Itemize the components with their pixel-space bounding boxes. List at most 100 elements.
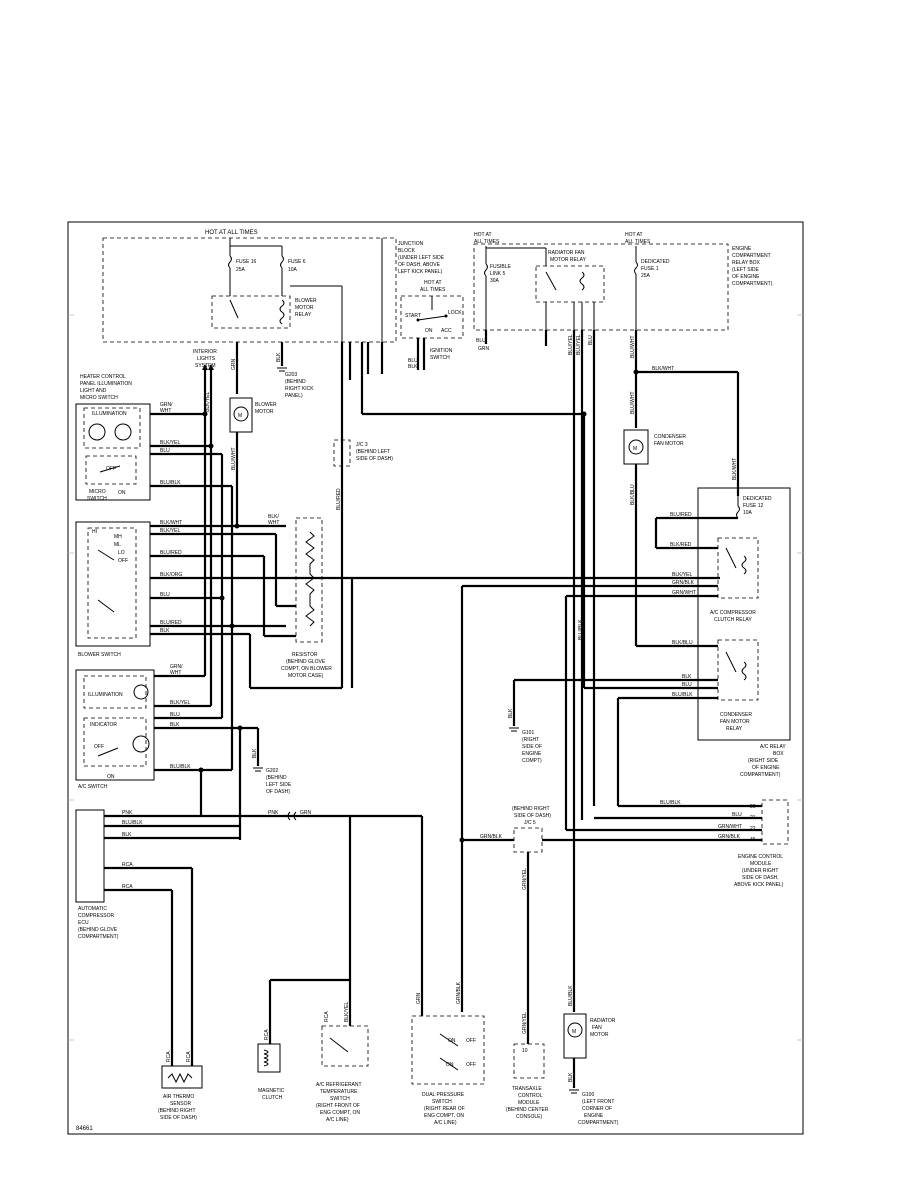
- svg-text:BLK: BLK: [252, 748, 258, 758]
- svg-text:BLK/WHT: BLK/WHT: [732, 458, 738, 480]
- svg-text:GRN/BLK: GRN/BLK: [718, 834, 741, 840]
- svg-text:BLU/BLK: BLU/BLK: [660, 800, 681, 806]
- svg-text:CONDENSER: CONDENSER: [720, 712, 752, 718]
- svg-text:(LEFT SIDE: (LEFT SIDE: [732, 267, 760, 273]
- svg-text:BLK: BLK: [170, 722, 180, 728]
- svg-text:A/C REFRIGERANT: A/C REFRIGERANT: [316, 1082, 362, 1088]
- svg-text:BLU: BLU: [588, 335, 594, 345]
- svg-text:BLOWER: BLOWER: [295, 298, 317, 304]
- svg-text:10A: 10A: [743, 510, 753, 516]
- svg-text:ECU: ECU: [78, 920, 89, 926]
- svg-text:SWITCH: SWITCH: [432, 1099, 452, 1105]
- ground-g202: BLK G202 (BEHIND LEFT SIDE OF DASH): [252, 728, 292, 795]
- svg-text:BLK/YEL: BLK/YEL: [170, 700, 191, 706]
- air-thermo-sensor: RCA RCA AIR THERMO SENSOR (BEHIND RIGHT …: [158, 1051, 203, 1121]
- fuse-16: FUSE 16 25A: [228, 238, 257, 296]
- svg-text:OF ENGINE: OF ENGINE: [752, 765, 780, 771]
- svg-text:BLU: BLU: [732, 812, 742, 818]
- svg-text:BLU/RED: BLU/RED: [160, 620, 182, 626]
- svg-text:COMPT): COMPT): [522, 758, 542, 764]
- svg-text:J/C 5: J/C 5: [524, 820, 536, 826]
- svg-text:LIGHT AND: LIGHT AND: [80, 388, 107, 394]
- svg-text:DUAL PRESSURE: DUAL PRESSURE: [422, 1092, 465, 1098]
- ac-switch: ILLUMINATION INDICATOR OFF ON A/C SWITCH: [75, 669, 155, 790]
- svg-text:M: M: [238, 413, 242, 419]
- svg-text:G202: G202: [266, 768, 278, 774]
- svg-text:BLU: BLU: [682, 682, 692, 688]
- svg-text:CONTROL: CONTROL: [518, 1093, 543, 1099]
- svg-text:FUSE 6: FUSE 6: [288, 259, 306, 265]
- svg-text:BLU: BLU: [160, 592, 170, 598]
- svg-text:(RIGHT SIDE: (RIGHT SIDE: [748, 758, 779, 764]
- transaxle-control-module: 10 GRN/YEL TRANSAXLE CONTROL MODULE (BEH…: [506, 1012, 549, 1120]
- svg-text:FAN: FAN: [592, 1025, 602, 1031]
- svg-text:DEDICATED: DEDICATED: [641, 259, 670, 265]
- svg-text:BLK/BLU: BLK/BLU: [672, 640, 693, 646]
- svg-text:WHT: WHT: [170, 670, 181, 676]
- svg-text:RCA: RCA: [122, 884, 133, 890]
- svg-text:MICRO: MICRO: [89, 489, 106, 495]
- svg-text:RIGHT KICK: RIGHT KICK: [285, 386, 314, 392]
- heater-control-panel: HEATER CONTROL PANEL ILLUMINATION LIGHT …: [75, 374, 151, 502]
- svg-text:ILLUMINATION: ILLUMINATION: [92, 411, 127, 417]
- svg-text:BLK/YEL: BLK/YEL: [344, 1001, 350, 1022]
- svg-text:BLU/YEL: BLU/YEL: [576, 334, 582, 355]
- svg-text:BLK: BLK: [408, 364, 418, 370]
- ac-switch-wires: GRN/ WHT BLK/YEL BLU BLK BLU/BLK: [154, 664, 258, 773]
- svg-text:BLOWER SWITCH: BLOWER SWITCH: [78, 652, 121, 658]
- svg-text:HI: HI: [92, 529, 97, 535]
- jc-5: (BEHIND RIGHT SIDE OF DASH) J/C 5: [512, 806, 551, 853]
- svg-text:(BEHIND CENTER: (BEHIND CENTER: [506, 1107, 549, 1113]
- svg-text:SWITCH: SWITCH: [430, 355, 450, 361]
- svg-text:PNK: PNK: [122, 810, 133, 816]
- ignition-switch: HOT AT ALL TIMES START LOCK ON ACC BLU/ …: [400, 280, 464, 370]
- svg-text:SENSOR: SENSOR: [170, 1101, 192, 1107]
- svg-text:GRN: GRN: [231, 359, 237, 371]
- svg-text:GRN/WHT: GRN/WHT: [672, 590, 696, 596]
- interior-lights-system: INTERIOR LIGHTS SYSTEM: [193, 349, 217, 370]
- svg-text:ALL TIMES: ALL TIMES: [420, 287, 446, 293]
- svg-text:A/C SWITCH: A/C SWITCH: [78, 784, 108, 790]
- svg-text:OF DASH, ABOVE: OF DASH, ABOVE: [398, 262, 441, 268]
- svg-text:G100: G100: [582, 1092, 594, 1098]
- svg-text:RCA: RCA: [122, 862, 133, 868]
- svg-text:BLK/RED: BLK/RED: [670, 542, 692, 548]
- svg-text:G101: G101: [522, 730, 534, 736]
- svg-text:ENG COMPT, ON: ENG COMPT, ON: [424, 1113, 464, 1119]
- svg-text:RCA: RCA: [186, 1051, 192, 1062]
- svg-text:ACC: ACC: [441, 328, 452, 334]
- svg-text:BLU/YEL: BLU/YEL: [568, 334, 574, 355]
- svg-text:OFF: OFF: [94, 744, 104, 750]
- svg-text:GRN/BLK: GRN/BLK: [480, 834, 503, 840]
- svg-text:AUTOMATIC: AUTOMATIC: [78, 906, 107, 912]
- svg-text:SIDE OF DASH): SIDE OF DASH): [160, 1115, 197, 1121]
- svg-text:COMPT, ON BLOWER: COMPT, ON BLOWER: [281, 666, 332, 672]
- svg-text:M: M: [572, 1029, 576, 1035]
- condenser-fan-motor: M CONDENSER FAN MOTOR: [623, 429, 686, 465]
- svg-text:30A: 30A: [490, 278, 500, 284]
- svg-text:SIDE OF: SIDE OF: [522, 744, 542, 750]
- ground-g101: BLK G101 (RIGHT SIDE OF ENGINE COMPT): [508, 680, 542, 764]
- svg-text:ML: ML: [114, 542, 121, 548]
- svg-text:ALL TIMES: ALL TIMES: [625, 239, 651, 245]
- svg-text:10: 10: [522, 1048, 528, 1054]
- svg-text:LO: LO: [118, 550, 125, 556]
- svg-text:RCA: RCA: [264, 1029, 270, 1040]
- svg-text:GRN: GRN: [416, 993, 422, 1005]
- svg-text:BLOWER: BLOWER: [255, 402, 277, 408]
- svg-text:RCA: RCA: [166, 1051, 172, 1062]
- svg-text:(BEHIND RIGHT: (BEHIND RIGHT: [158, 1108, 196, 1114]
- svg-text:BLK: BLK: [122, 832, 132, 838]
- svg-text:WHT: WHT: [268, 520, 279, 526]
- svg-text:ENGINE: ENGINE: [584, 1113, 604, 1119]
- svg-text:AIR THERMO: AIR THERMO: [163, 1094, 194, 1100]
- svg-text:MH: MH: [114, 534, 122, 540]
- svg-text:MODULE: MODULE: [518, 1100, 540, 1106]
- svg-text:ON: ON: [448, 1038, 456, 1044]
- svg-text:OFF: OFF: [118, 558, 128, 564]
- svg-text:GRN/: GRN/: [160, 402, 173, 408]
- svg-text:BLU/: BLU/: [408, 358, 420, 364]
- blower-motor: M BLOWER MOTOR: [229, 397, 277, 433]
- ac-relay-box: DEDICATED FUSE 12 10A A/C COMPRESSOR CLU…: [697, 487, 791, 778]
